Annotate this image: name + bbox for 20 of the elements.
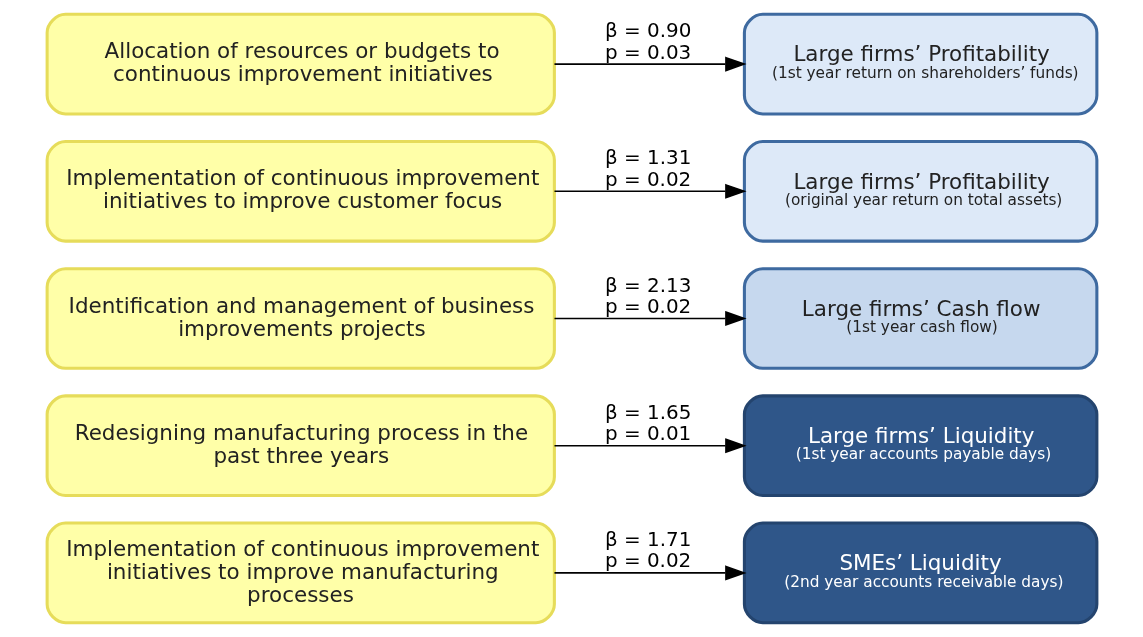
node-box: Large firms’ Profitability (original year return on total assets) xyxy=(742,139,1098,243)
node-box: Implementation of continuous improvement initiatives to improve customer focus xyxy=(45,139,556,243)
node-box: Implementation of continuous improvement initiatives to improve manufacturing processes xyxy=(45,521,556,625)
node-box: Redesigning manufacturing process in the past three years xyxy=(45,394,556,498)
node-box: Identification and management of business improvements projects xyxy=(45,267,556,370)
node-box: Large firms’ Liquidity (1st year accounts payable days) xyxy=(742,394,1098,498)
arrow xyxy=(553,183,747,199)
arrow xyxy=(553,565,747,581)
node-box: Allocation of resources or budgets to continuous improvement initiatives xyxy=(45,12,556,116)
node-box: Large firms’ Profitability (1st year return on shareholders’ funds) xyxy=(742,12,1098,116)
arrow xyxy=(553,438,747,454)
arrow xyxy=(553,311,747,326)
node-box: SMEs’ Liquidity (2nd year accounts receivable days) xyxy=(742,521,1098,625)
edge-label: β = 1.31 p = 0.02 xyxy=(604,146,691,191)
edge-label: β = 2.13 p = 0.02 xyxy=(604,273,691,318)
edge-label: β = 1.65 p = 0.01 xyxy=(604,400,691,446)
edge-label: β = 0.90 p = 0.03 xyxy=(604,19,691,64)
arrow xyxy=(553,56,747,72)
edge-label: β = 1.71 p = 0.02 xyxy=(604,527,691,573)
node-box: Large firms’ Cash flow (1st year cash flow) xyxy=(742,267,1098,370)
